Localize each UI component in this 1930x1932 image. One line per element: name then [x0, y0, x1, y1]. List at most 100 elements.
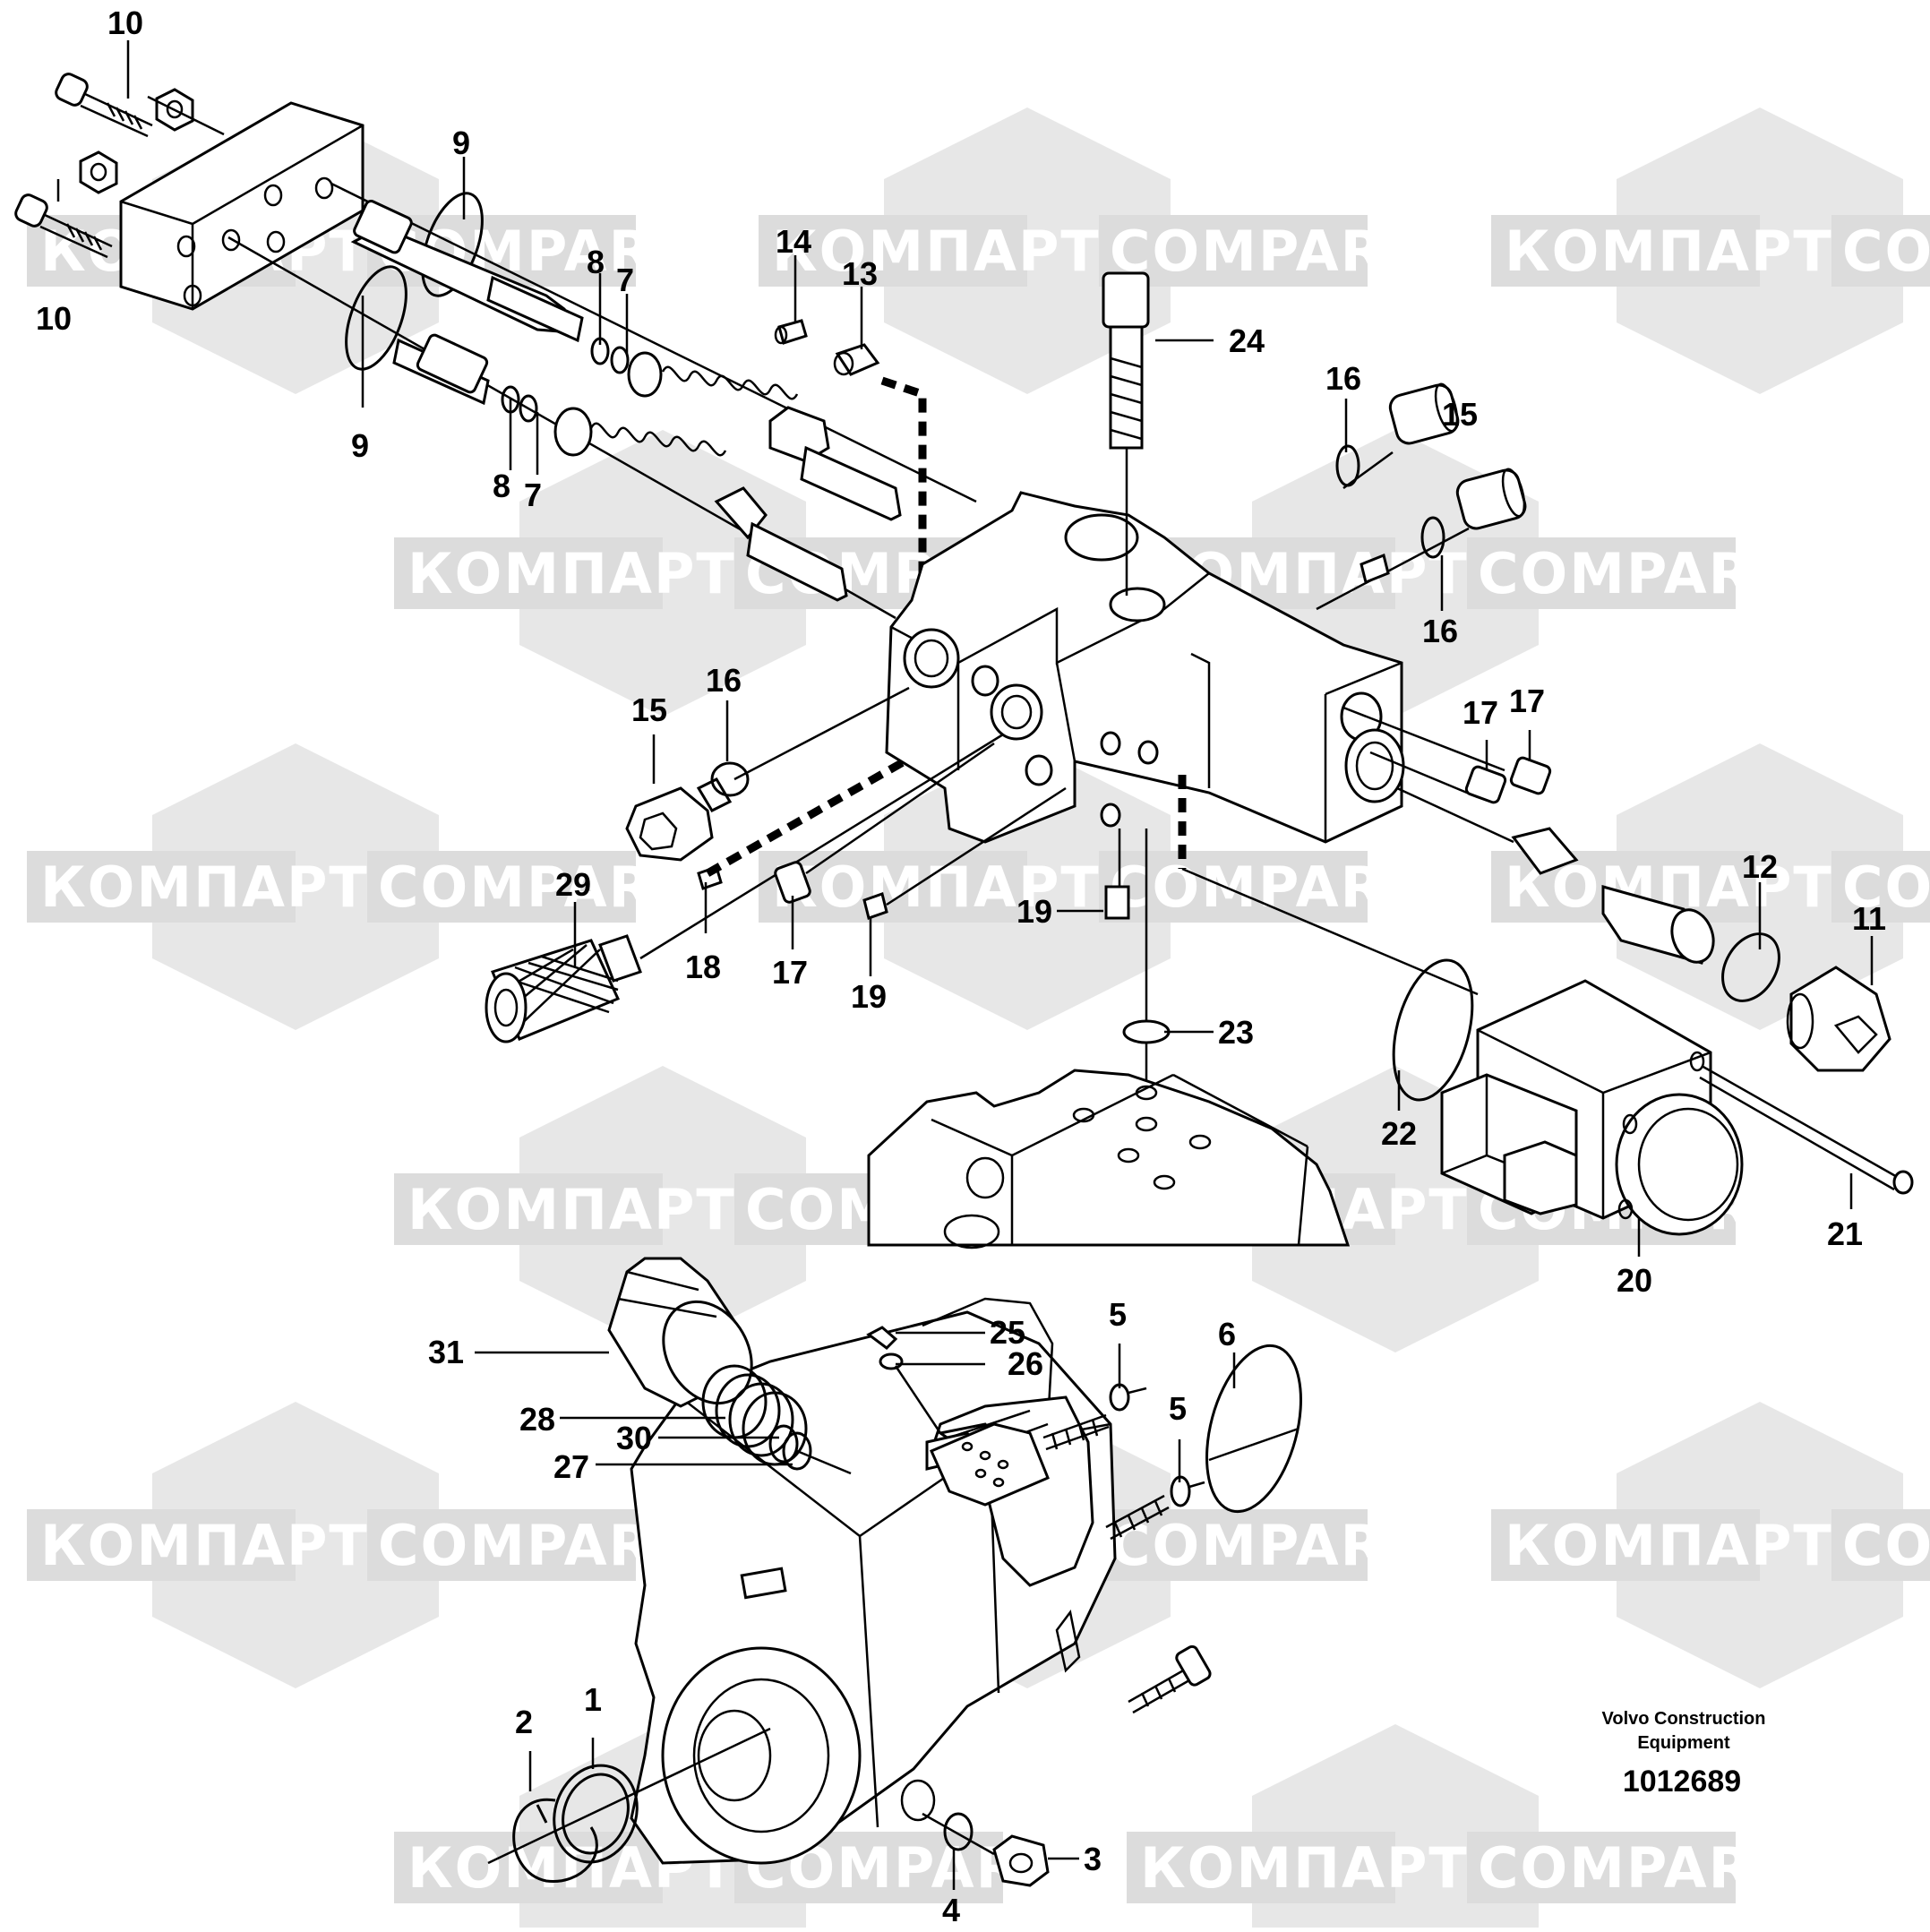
watermark-word-latin: COMPART [1842, 219, 1930, 284]
callout-29: 29 [555, 866, 591, 903]
plug-17-right-b [1509, 756, 1552, 795]
spool-assembly-lower [227, 236, 896, 620]
screw-5-lower [1105, 1475, 1205, 1541]
callout-labels: 10 10 9 9 8 7 8 7 14 13 24 16 15 16 16 1… [36, 4, 1886, 1928]
seal-1 [553, 1764, 639, 1864]
watermark-bar [1491, 1509, 1760, 1581]
seal-26 [879, 1352, 904, 1370]
callout-19-right: 19 [1016, 893, 1052, 930]
callout-16-top: 16 [1325, 360, 1361, 397]
watermark-bar [394, 537, 663, 609]
watermark-bar [1491, 215, 1760, 287]
callout-27: 27 [553, 1448, 589, 1485]
callout-3: 3 [1084, 1841, 1102, 1877]
watermark-bar [27, 1509, 296, 1581]
callout-23: 23 [1218, 1014, 1254, 1051]
watermark-word-cyrillic: КОМПАРТ [772, 854, 1101, 920]
callout-31: 31 [428, 1334, 464, 1370]
watermark-word-latin: COMPART [1110, 1513, 1422, 1578]
watermark-word-cyrillic: КОМПАРТ [772, 219, 1101, 284]
washer-30 [768, 1424, 799, 1464]
watermark-bar [1831, 1509, 1930, 1581]
cap-31 [607, 1257, 753, 1408]
nut-upper [147, 88, 225, 136]
spring-28 [701, 1364, 808, 1466]
callout-5-upper: 5 [1109, 1296, 1127, 1333]
callout-6: 6 [1218, 1316, 1236, 1352]
watermark-bar [367, 851, 636, 923]
plug-11 [1786, 966, 1891, 1072]
watermark-word-cyrillic: КОМПАРТ [1505, 219, 1833, 284]
dashed-link-upper [880, 376, 927, 573]
screw-21 [1699, 1064, 1914, 1195]
screw-10-lower [14, 193, 113, 259]
callout-22: 22 [1381, 1115, 1417, 1152]
watermark-bar [394, 1173, 663, 1245]
solenoid-20 [1440, 979, 1744, 1236]
callout-17-left: 17 [772, 954, 808, 991]
watermark-word-latin: COMPART [1842, 854, 1930, 920]
callout-21: 21 [1827, 1215, 1863, 1252]
callout-24: 24 [1229, 322, 1265, 359]
bolt-24 [1102, 271, 1150, 596]
callout-14: 14 [776, 223, 811, 260]
seal-12 [1721, 932, 1780, 1002]
drawing-footer: Volvo Construction Equipment 1012689 [1602, 1709, 1766, 1799]
callout-2: 2 [515, 1704, 533, 1740]
plug-17-left [774, 861, 811, 904]
watermark-bar [367, 1509, 636, 1581]
circlip-2 [512, 1798, 598, 1883]
watermark-bar [1099, 851, 1368, 923]
plug-19-lower [1104, 885, 1130, 920]
callout-18: 18 [685, 949, 721, 985]
watermark-word-cyrillic: КОМПАРТ [40, 854, 369, 920]
watermark-bar [1467, 537, 1736, 609]
washer-27 [782, 1431, 812, 1471]
callout-26: 26 [1008, 1345, 1043, 1382]
plug-15-upper [1335, 382, 1460, 490]
callout-17-right-a: 17 [1463, 694, 1498, 731]
callout-8-bottom: 8 [493, 468, 510, 504]
callout-8-top: 8 [587, 244, 605, 280]
watermark-word-latin: COMPART [1110, 219, 1422, 284]
callout-30: 30 [616, 1420, 652, 1456]
sleeve-13 [833, 343, 880, 376]
seal-22 [1392, 958, 1474, 1102]
watermark-word-cyrillic: КОМПАРТ [40, 1513, 369, 1578]
callout-9-bottom: 9 [351, 427, 369, 464]
callout-7-bottom: 7 [524, 477, 542, 513]
callout-leaders [56, 40, 1874, 1890]
spool-assembly-upper [330, 182, 977, 521]
watermark-word-latin: COMPART [378, 854, 691, 920]
callout-9-top: 9 [452, 125, 470, 161]
callout-5-lower: 5 [1169, 1390, 1187, 1427]
seal-6 [1205, 1344, 1302, 1514]
callout-25: 25 [990, 1314, 1025, 1351]
drawing-number: 1012689 [1623, 1765, 1741, 1799]
seal-4 [943, 1812, 974, 1851]
valve-12 [1396, 786, 1715, 965]
callout-16-right: 16 [1422, 613, 1458, 649]
filter-29 [485, 733, 1004, 1043]
plug-19-left [862, 892, 888, 920]
watermark-word-latin: COMPART [1478, 1835, 1790, 1901]
callout-19-bottom: 19 [851, 978, 887, 1015]
drawing-layer [14, 73, 1914, 1887]
dashed-link-left [705, 758, 907, 877]
housing-fragment [867, 1069, 1351, 1249]
watermark-word-cyrillic: КОМПАРТ [407, 541, 736, 606]
watermark-bar [1467, 1832, 1736, 1903]
callout-7-top: 7 [616, 262, 634, 298]
watermark-word-cyrillic: КОМПАРТ [1505, 1513, 1833, 1578]
watermark-word-latin: COMPART [1842, 1513, 1930, 1578]
watermark-bar [27, 851, 296, 923]
seal-23 [1122, 1019, 1171, 1044]
callout-10-top: 10 [107, 4, 143, 41]
